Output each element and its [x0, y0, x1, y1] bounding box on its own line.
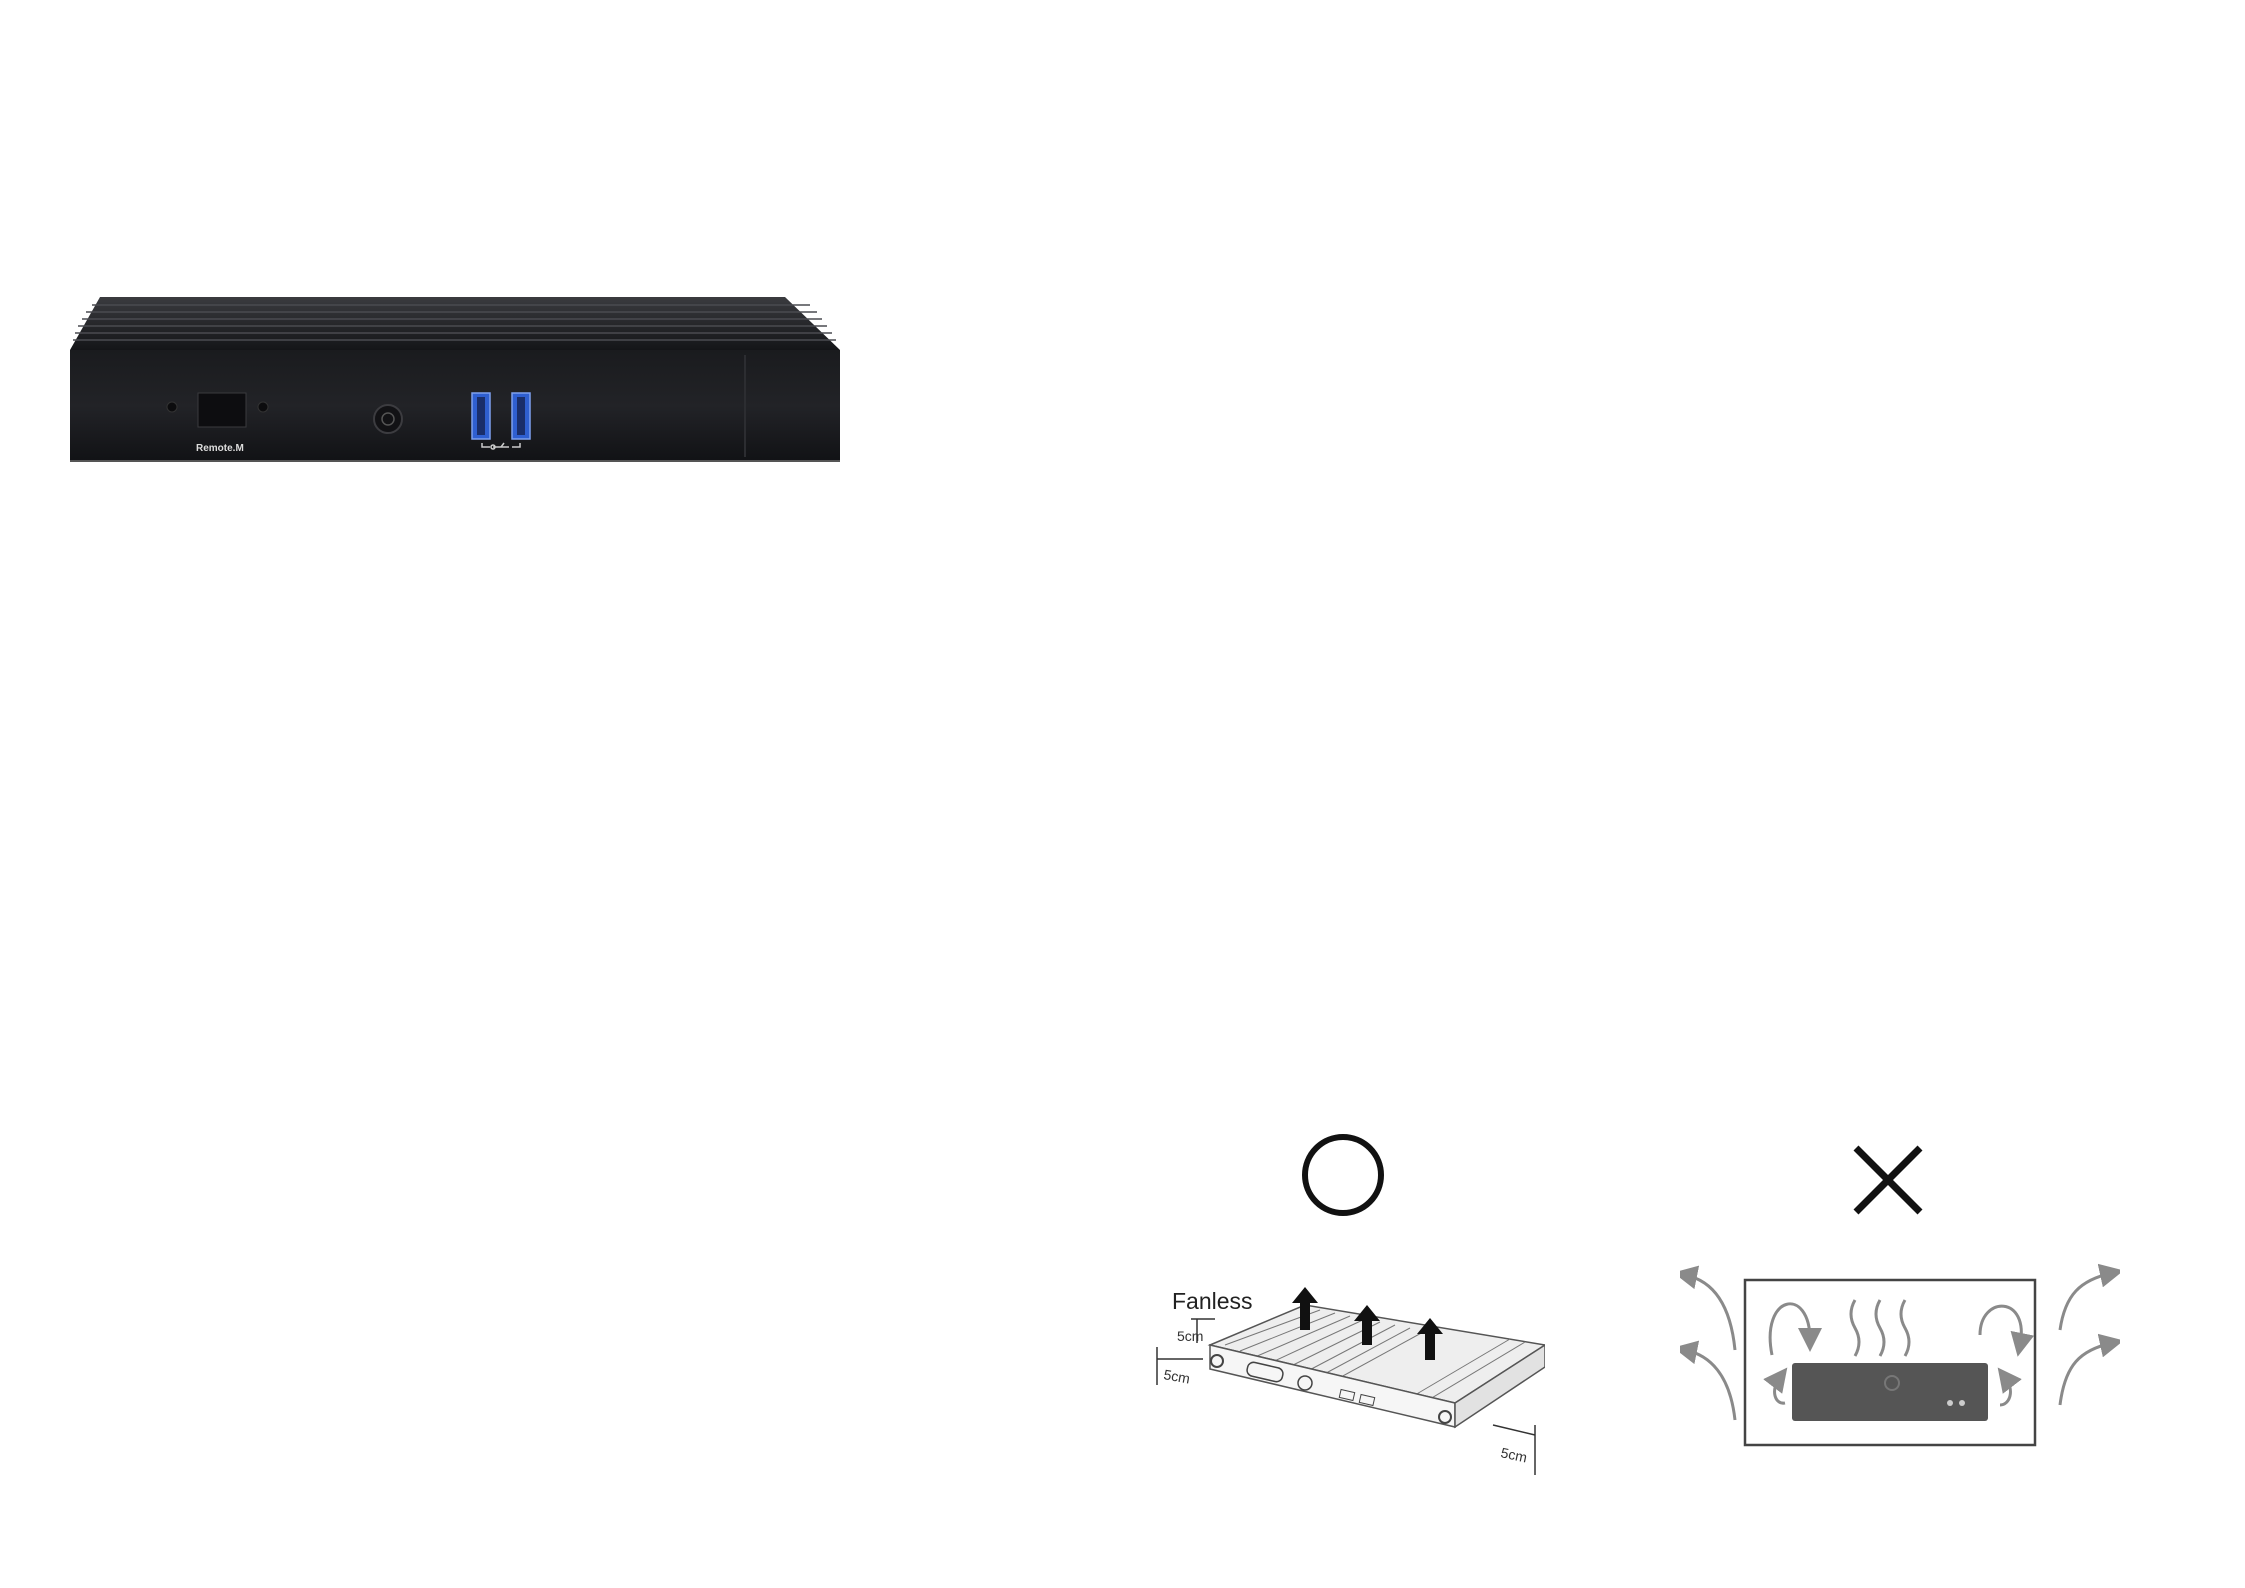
clearance-right-label: 5cm: [1499, 1444, 1528, 1465]
ir-receiver-window: [198, 393, 246, 427]
mini-pc-enclosed: [1792, 1363, 1988, 1421]
power-button: [374, 405, 402, 433]
mini-pc-front-photo: Remote.M: [70, 295, 840, 465]
led-indicator: [167, 402, 177, 412]
circle-icon: [1298, 1130, 1388, 1220]
good-installation-diagram: 5cm 5cm 5cm: [1155, 1275, 1545, 1475]
clearance-top-label: 5cm: [1177, 1328, 1203, 1344]
front-panel: [70, 350, 840, 462]
hdd-led: [258, 402, 268, 412]
front-label: Remote.M: [196, 443, 244, 454]
clearance-left-label: 5cm: [1162, 1366, 1191, 1386]
cross-icon: [1848, 1140, 1928, 1220]
bad-installation-diagram: [1680, 1255, 2120, 1465]
